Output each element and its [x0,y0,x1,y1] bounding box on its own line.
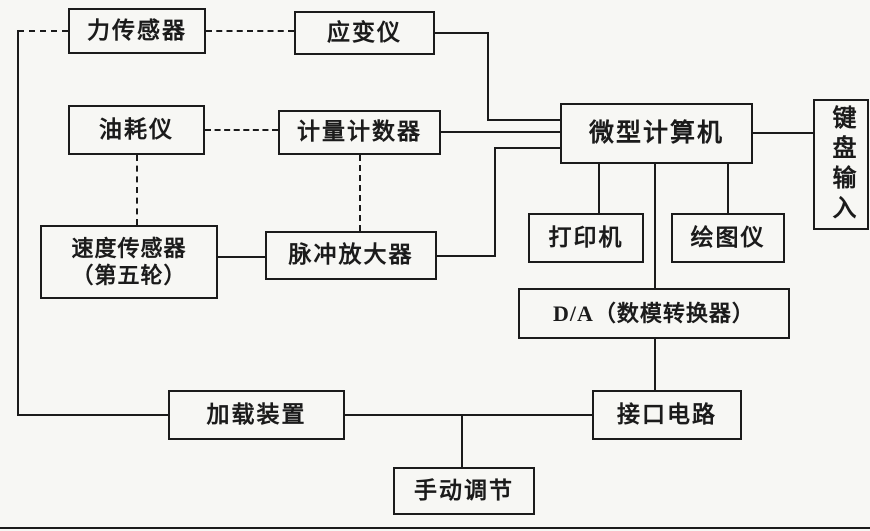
node-manual-adjustment-label: 手动调节 [414,477,514,503]
line-strain-gauge-to-computer [487,119,560,121]
node-printer: 打印机 [528,213,644,263]
node-force-sensor: 力传感器 [68,8,206,54]
line-counter-to-pulse-amplifier [359,155,361,231]
node-da-converter-label: D/A（数模转换器） [553,300,755,326]
line-strain-gauge-out [435,32,488,34]
line-feedback-vertical [17,30,19,416]
line-feedback-to-loading-device [17,414,168,416]
node-metering-counter-label: 计量计数器 [297,119,422,145]
node-interface-circuit-label: 接口电路 [617,401,717,427]
node-strain-gauge-label: 应变仪 [327,19,402,45]
line-fuel-meter-to-speed-sensor [136,155,138,225]
node-microcomputer-label: 微型计算机 [588,119,724,147]
node-pulse-amplifier-label: 脉冲放大器 [288,242,414,268]
line-pulse-amplifier-to-computer [494,147,560,149]
node-plotter: 绘图仪 [671,213,785,263]
node-fuel-meter-label: 油耗仪 [99,116,174,142]
node-da-converter: D/A（数模转换器） [518,288,790,339]
line-force-sensor-to-strain-gauge [206,30,294,32]
node-speed-sensor: 速度传感器 （第五轮） [40,225,218,299]
node-microcomputer: 微型计算机 [560,103,753,164]
line-strain-gauge-down [487,32,489,120]
node-force-sensor-label: 力传感器 [87,17,187,43]
line-fuel-meter-to-counter [205,129,278,131]
node-plotter-label: 绘图仪 [690,224,766,250]
line-counter-to-computer [441,131,560,133]
line-computer-to-printer [598,164,600,213]
line-loading-device-to-interface [345,414,592,416]
node-strain-gauge: 应变仪 [294,11,435,55]
line-computer-to-plotter [727,164,729,213]
node-loading-device-label: 加载装置 [206,401,307,427]
node-speed-sensor-label-line2: （第五轮） [71,263,187,288]
node-printer-label: 打印机 [548,224,624,250]
node-fuel-meter: 油耗仪 [68,105,205,155]
node-manual-adjustment: 手动调节 [393,467,535,515]
line-computer-to-da-converter [654,164,656,288]
line-computer-to-keyboard [753,132,813,134]
line-speed-sensor-to-pulse-amplifier [218,256,265,258]
node-interface-circuit: 接口电路 [592,390,742,440]
line-feedback-to-force-sensor [18,30,68,32]
node-keyboard-input: 键盘输入 [813,99,869,230]
line-pulse-amplifier-out [437,255,495,257]
node-pulse-amplifier: 脉冲放大器 [265,231,437,280]
line-manual-adjustment-drop [461,414,463,467]
page-bottom-rule [0,527,870,529]
line-da-converter-to-interface [654,339,656,390]
node-keyboard-input-label: 键盘输入 [828,104,854,225]
node-loading-device: 加载装置 [168,390,345,440]
line-pulse-amplifier-up [494,148,496,257]
node-metering-counter: 计量计数器 [278,110,441,155]
node-speed-sensor-label-line1: 速度传感器 [71,235,187,261]
